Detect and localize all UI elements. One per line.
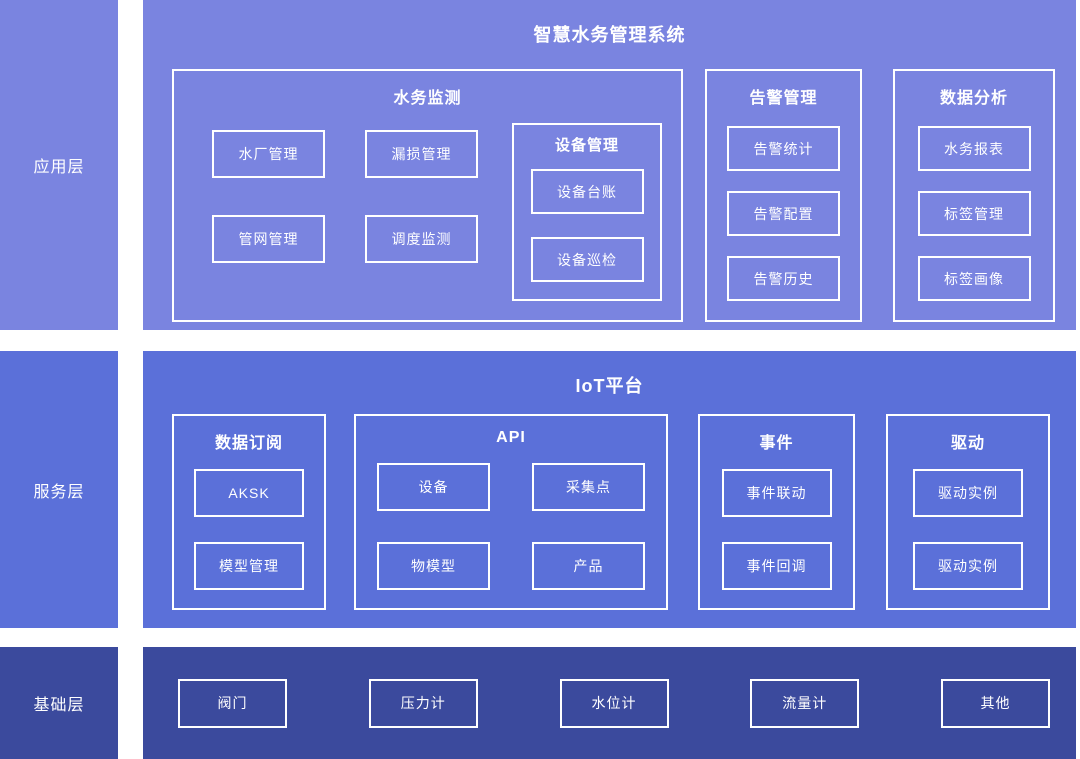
node-product-api: 产品 <box>532 542 645 590</box>
node-flow-meter: 流量计 <box>750 678 860 728</box>
section-data-subscription: 数据订阅 AKSK 模型管理 <box>172 414 326 610</box>
app-sections: 水务监测 水厂管理 漏损管理 管网管理 调度监测 设备管理 设备台账 设备巡检 <box>143 69 1076 322</box>
node-driver-instance-1: 驱动实例 <box>913 469 1023 517</box>
node-device-api: 设备 <box>377 463 490 511</box>
section-title-event: 事件 <box>759 435 794 452</box>
subsection-title-device-management: 设备管理 <box>554 137 619 154</box>
water-monitoring-grid: 水厂管理 漏损管理 管网管理 调度监测 <box>212 130 478 301</box>
node-collection-point-api: 采集点 <box>532 463 645 511</box>
section-alarm-management: 告警管理 告警统计 告警配置 告警历史 <box>705 69 862 322</box>
sidebar-block-service: 服务层 <box>0 351 118 628</box>
node-water-report: 水务报表 <box>917 126 1031 171</box>
node-other: 其他 <box>941 678 1050 728</box>
sidebar-block-application: 应用层 <box>0 0 118 330</box>
node-driver-instance-2: 驱动实例 <box>913 542 1023 590</box>
node-leakage-management: 漏损管理 <box>365 130 478 178</box>
node-model-management: 模型管理 <box>194 542 304 590</box>
node-alarm-statistics: 告警统计 <box>727 126 840 171</box>
sidebar-label-application: 应用层 <box>33 159 85 176</box>
sidebar-label-service: 服务层 <box>33 483 85 501</box>
service-sections: 数据订阅 AKSK 模型管理 API 设备 采集点 物模型 产品 事件 事件联动 <box>143 414 1076 610</box>
section-title-driver: 驱动 <box>950 435 985 452</box>
sidebar-block-base: 基础层 <box>0 647 118 759</box>
section-title-data-subscription: 数据订阅 <box>214 435 283 452</box>
section-data-analysis: 数据分析 水务报表 标签管理 标签画像 <box>893 69 1055 322</box>
base-layer-block: 阀门 压力计 水位计 流量计 其他 <box>143 647 1076 759</box>
base-layer-row: 基础层 阀门 压力计 水位计 流量计 其他 <box>0 647 1080 759</box>
node-water-level-gauge: 水位计 <box>559 678 669 728</box>
section-title-water-monitoring: 水务监测 <box>393 90 462 107</box>
node-device-ledger: 设备台账 <box>530 169 644 214</box>
node-tag-profile: 标签画像 <box>917 256 1031 301</box>
service-layer-row: 服务层 IoT平台 数据订阅 AKSK 模型管理 API 设备 采集点 物模型 … <box>0 351 1080 628</box>
node-pipe-network-management: 管网管理 <box>212 215 325 263</box>
node-valve: 阀门 <box>178 678 287 728</box>
service-block-title: IoT平台 <box>575 376 644 396</box>
node-aksk: AKSK <box>194 469 304 517</box>
node-alarm-configuration: 告警配置 <box>727 191 840 236</box>
service-layer-block: IoT平台 数据订阅 AKSK 模型管理 API 设备 采集点 物模型 产品 <box>143 351 1076 628</box>
water-monitoring-body: 水厂管理 漏损管理 管网管理 调度监测 设备管理 设备台账 设备巡检 <box>174 123 681 301</box>
application-layer-block: 智慧水务管理系统 水务监测 水厂管理 漏损管理 管网管理 调度监测 设备管理 <box>143 0 1076 330</box>
node-dispatch-monitoring: 调度监测 <box>365 215 478 263</box>
section-event: 事件 事件联动 事件回调 <box>698 414 855 610</box>
section-water-monitoring: 水务监测 水厂管理 漏损管理 管网管理 调度监测 设备管理 设备台账 设备巡检 <box>172 69 683 322</box>
node-event-linkage: 事件联动 <box>721 469 832 517</box>
section-driver: 驱动 驱动实例 驱动实例 <box>886 414 1050 610</box>
application-layer-row: 应用层 智慧水务管理系统 水务监测 水厂管理 漏损管理 管网管理 调度监测 <box>0 0 1080 330</box>
api-grid: 设备 采集点 物模型 产品 <box>356 463 666 590</box>
app-block-title: 智慧水务管理系统 <box>533 25 686 45</box>
node-water-plant-management: 水厂管理 <box>212 130 325 178</box>
node-alarm-history: 告警历史 <box>727 256 840 301</box>
section-title-api: API <box>496 429 526 446</box>
node-tag-management: 标签管理 <box>917 191 1031 236</box>
node-pressure-gauge: 压力计 <box>368 678 478 728</box>
sidebar-label-base: 基础层 <box>33 697 85 714</box>
subsection-device-management: 设备管理 设备台账 设备巡检 <box>512 123 662 301</box>
section-title-alarm-management: 告警管理 <box>749 90 818 107</box>
section-api: API 设备 采集点 物模型 产品 <box>354 414 668 610</box>
node-device-inspection: 设备巡检 <box>530 237 644 282</box>
section-title-data-analysis: 数据分析 <box>939 90 1008 107</box>
node-event-callback: 事件回调 <box>721 542 832 590</box>
node-thing-model-api: 物模型 <box>377 542 490 590</box>
